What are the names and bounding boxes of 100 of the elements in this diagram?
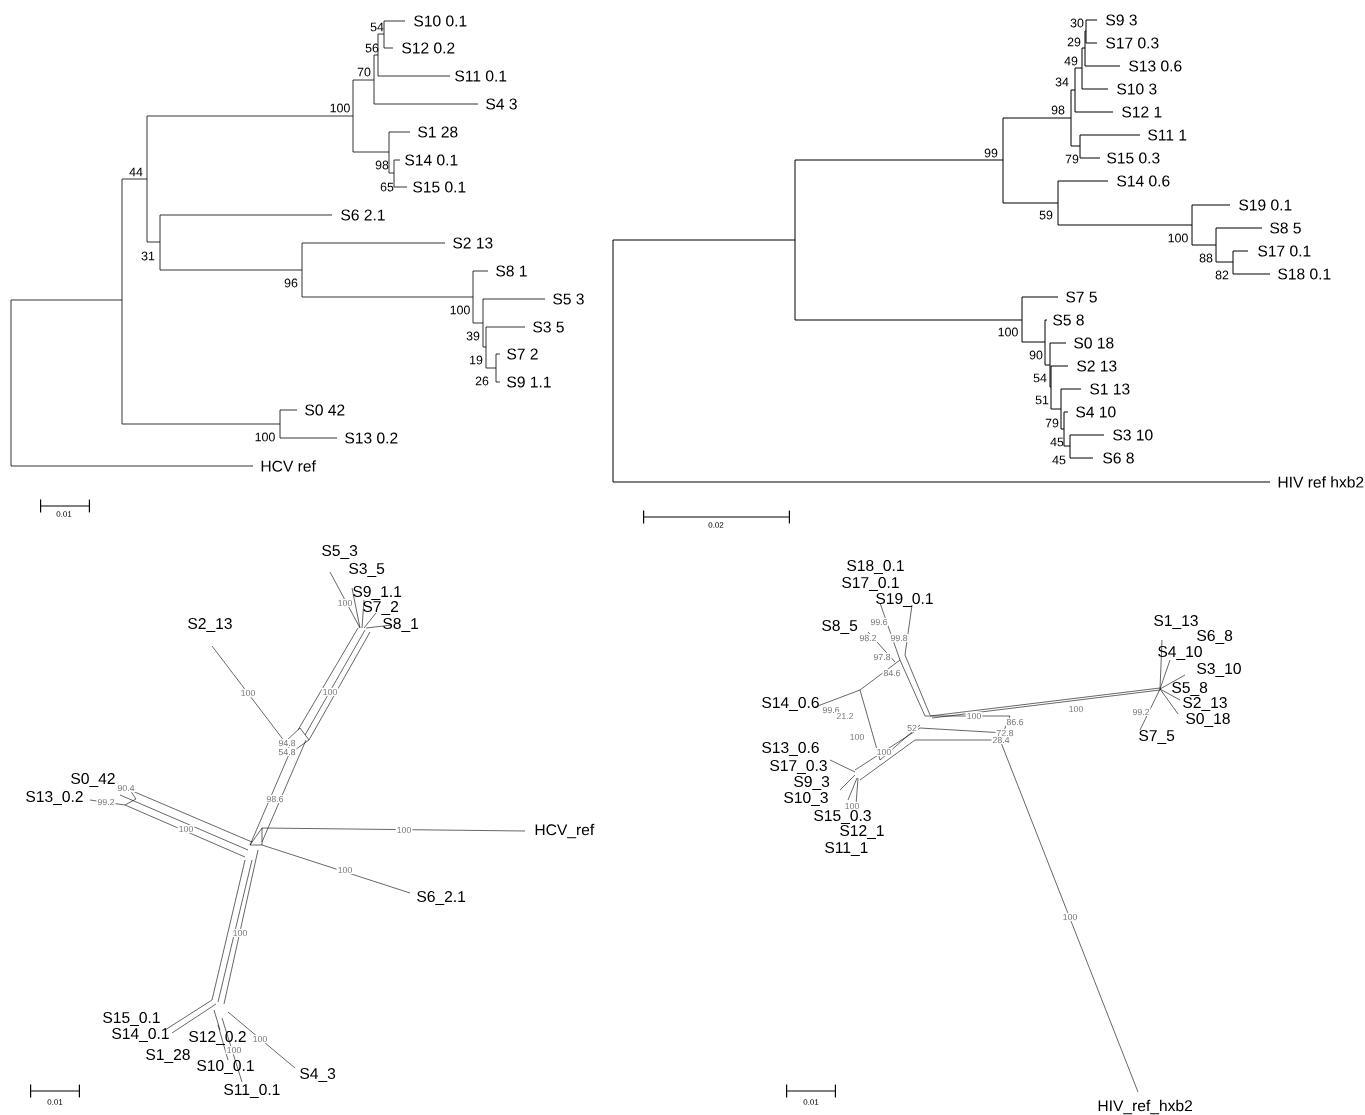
support-value: 100 bbox=[177, 824, 195, 834]
support-value: 100 bbox=[225, 1045, 243, 1055]
taxon-label: S2 13 bbox=[453, 237, 493, 249]
taxon-label: HCV ref bbox=[261, 460, 316, 472]
support-value: 100 bbox=[321, 687, 339, 697]
support-value: 94.8 bbox=[277, 738, 297, 748]
support-value: 52 bbox=[906, 723, 918, 733]
bootstrap-value: 45 bbox=[1052, 455, 1066, 465]
bootstrap-value: 44 bbox=[129, 167, 143, 177]
taxon-label: S2_13 bbox=[188, 618, 232, 632]
taxon-label: S15 0.1 bbox=[413, 181, 466, 193]
support-value: 99.2 bbox=[1131, 707, 1151, 717]
bootstrap-value: 100 bbox=[330, 103, 350, 113]
support-value: 99.8 bbox=[889, 633, 909, 643]
taxon-label: S3 10 bbox=[1113, 429, 1153, 441]
support-value: 100 bbox=[336, 865, 354, 875]
support-value: 21.2 bbox=[835, 711, 855, 721]
taxon-label: S4 3 bbox=[486, 98, 517, 110]
scale-label: 0.01 bbox=[803, 1099, 819, 1105]
taxon-label: S13_0.6 bbox=[762, 742, 819, 756]
scale-label: 0.01 bbox=[47, 1099, 63, 1105]
taxon-label: S2 13 bbox=[1077, 360, 1117, 372]
bootstrap-value: 99 bbox=[984, 148, 998, 158]
taxon-label: S12 1 bbox=[1122, 106, 1162, 118]
bootstrap-value: 98 bbox=[375, 160, 389, 170]
bootstrap-value: 29 bbox=[1067, 37, 1081, 47]
taxon-label: S1_28 bbox=[146, 1049, 190, 1063]
support-value: 100 bbox=[843, 801, 861, 811]
taxon-label: S7_2 bbox=[363, 601, 399, 615]
bootstrap-value: 65 bbox=[380, 182, 394, 192]
taxon-label: S9_1.1 bbox=[353, 586, 402, 600]
taxon-label: S9 1.1 bbox=[507, 376, 551, 388]
bootstrap-value: 96 bbox=[284, 278, 298, 288]
support-value: 100 bbox=[231, 928, 249, 938]
support-value: 99.6 bbox=[869, 617, 889, 627]
taxon-label: S13 0.6 bbox=[1129, 60, 1182, 72]
bootstrap-value: 82 bbox=[1215, 270, 1229, 280]
taxon-label: S14_0.6 bbox=[762, 697, 819, 711]
taxon-label: S4_10 bbox=[1158, 646, 1202, 660]
taxon-label: S14 0.1 bbox=[405, 154, 458, 166]
bootstrap-value: 56 bbox=[365, 43, 379, 53]
taxon-label: S10_0.1 bbox=[197, 1060, 254, 1074]
taxon-label: S14 0.6 bbox=[1117, 175, 1170, 187]
scale-label: 0.01 bbox=[56, 511, 72, 517]
taxon-label: S13 0.2 bbox=[345, 432, 398, 444]
support-value: 98.2 bbox=[858, 633, 878, 643]
taxon-label: S12 0.2 bbox=[402, 42, 455, 54]
taxon-label: S4_3 bbox=[300, 1068, 336, 1082]
taxon-label: S3_10 bbox=[1197, 663, 1241, 677]
bootstrap-value: 19 bbox=[470, 355, 483, 365]
taxon-label: S6 2.1 bbox=[341, 209, 385, 221]
taxon-label: S5_3 bbox=[322, 545, 358, 559]
taxon-label: S7 2 bbox=[507, 348, 538, 360]
support-value: 100 bbox=[1067, 704, 1085, 714]
bootstrap-value: 100 bbox=[450, 305, 470, 315]
taxon-label: S11 0.1 bbox=[455, 70, 507, 82]
support-value: 90.4 bbox=[116, 783, 136, 793]
taxon-label: S17 0.3 bbox=[1106, 37, 1159, 49]
taxon-label: S18 0.1 bbox=[1278, 268, 1331, 280]
taxon-label: S8_1 bbox=[383, 618, 419, 632]
bootstrap-value: 70 bbox=[357, 67, 371, 77]
taxon-label: S9 3 bbox=[1106, 14, 1137, 26]
taxon-label: S17_0.1 bbox=[842, 577, 899, 591]
taxon-label: S1_13 bbox=[1154, 615, 1198, 629]
bootstrap-value: 59 bbox=[1039, 210, 1053, 220]
bootstrap-value: 79 bbox=[1065, 154, 1079, 164]
taxon-label: S15_0.1 bbox=[103, 1012, 160, 1026]
taxon-label: S0_18 bbox=[1186, 713, 1230, 727]
taxon-label: S0 42 bbox=[305, 404, 345, 416]
bootstrap-value: 39 bbox=[466, 331, 480, 341]
support-value: 100 bbox=[965, 711, 983, 721]
taxon-label: S10 0.1 bbox=[414, 15, 467, 27]
support-value: 97.8 bbox=[872, 652, 892, 662]
taxon-label: S4 10 bbox=[1076, 406, 1116, 418]
taxon-label: S8_5 bbox=[822, 620, 858, 634]
support-value: 100 bbox=[875, 747, 893, 757]
taxon-label: HCV_ref bbox=[535, 823, 595, 839]
taxon-label: S14_0.1 bbox=[112, 1028, 169, 1042]
bootstrap-value: 79 bbox=[1045, 418, 1059, 428]
taxon-label: S15 0.3 bbox=[1107, 152, 1160, 164]
bootstrap-value: 100 bbox=[998, 327, 1018, 337]
support-value: 100 bbox=[251, 1034, 269, 1044]
support-value: 84.6 bbox=[882, 668, 902, 678]
support-value: 100 bbox=[848, 732, 866, 742]
taxon-label: S5_8 bbox=[1172, 682, 1208, 696]
taxon-label: S8 5 bbox=[1270, 222, 1301, 234]
taxon-label: S19_0.1 bbox=[876, 593, 933, 607]
bootstrap-value: 98 bbox=[1051, 105, 1065, 115]
support-value: 100 bbox=[336, 598, 354, 608]
taxon-label: S2_13 bbox=[1183, 697, 1227, 711]
taxon-label: S10 3 bbox=[1117, 83, 1157, 95]
bootstrap-value: 31 bbox=[141, 251, 155, 261]
taxon-label: S1 28 bbox=[418, 126, 458, 138]
taxon-label: S13_0.2 bbox=[26, 791, 83, 805]
taxon-label: S12_0.2 bbox=[189, 1031, 246, 1045]
taxon-label: S6 8 bbox=[1103, 452, 1134, 464]
bootstrap-value: 54 bbox=[370, 22, 384, 32]
taxon-label: S17 0.1 bbox=[1258, 245, 1311, 257]
support-value: 100 bbox=[395, 825, 413, 835]
taxon-label: S7_5 bbox=[1139, 730, 1175, 744]
